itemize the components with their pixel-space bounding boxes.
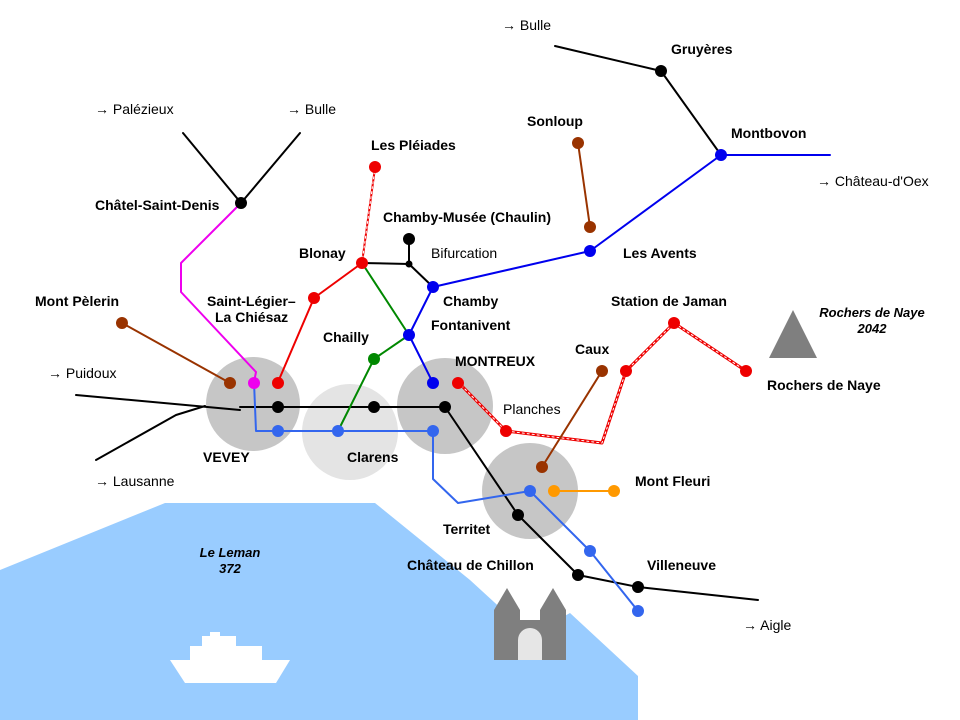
mountain-altitude: 2042 xyxy=(857,321,888,336)
line-chatel xyxy=(182,132,301,204)
label-les-avents: Les Avents xyxy=(623,245,697,261)
station-dot-caux-red[interactable] xyxy=(620,365,632,377)
label-chamby-musee: Chamby-Musée (Chaulin) xyxy=(383,209,551,225)
dest-palezieux: → Palézieux xyxy=(95,101,174,117)
line-sonloup xyxy=(577,142,591,228)
station-dot-pleiades[interactable] xyxy=(369,161,381,173)
station-dot-blonay[interactable] xyxy=(356,257,368,269)
station-dot-gruyeres[interactable] xyxy=(655,65,667,77)
label-rochers-naye: Rochers de Naye xyxy=(767,377,881,393)
station-dot-sonloup-lower[interactable] xyxy=(584,221,596,233)
station-dot-chillon[interactable] xyxy=(584,545,596,557)
station-dot-chamby-musee[interactable] xyxy=(403,233,415,245)
station-dot-mont-fleuri[interactable] xyxy=(608,485,620,497)
lake-name: Le Leman xyxy=(200,545,261,560)
station-dot-chailly[interactable] xyxy=(368,353,380,365)
station-dot-rochers-naye[interactable] xyxy=(740,365,752,377)
dest-puidoux: → Puidoux xyxy=(48,365,116,381)
dest-aigle: → Aigle xyxy=(743,617,791,633)
label-vevey: VEVEY xyxy=(203,449,250,465)
vevey-zone xyxy=(206,357,300,451)
line-mob xyxy=(408,154,831,384)
label-saint-legier-1: Saint-Légier– xyxy=(207,293,296,309)
station-dot-planches[interactable] xyxy=(500,425,512,437)
label-chamby: Chamby xyxy=(443,293,498,309)
label-chatel: Châtel-Saint-Denis xyxy=(95,197,220,213)
station-dot-vevey-brown[interactable] xyxy=(224,377,236,389)
station-dot-chamby[interactable] xyxy=(427,281,439,293)
station-dot-territet-brown[interactable] xyxy=(536,461,548,473)
line-lausanne-vevey xyxy=(95,405,206,461)
station-dot-villeneuve-trolley[interactable] xyxy=(632,605,644,617)
mountain-icon xyxy=(769,310,817,358)
line-blonay-bifurcation xyxy=(361,238,410,265)
label-planches: Planches xyxy=(503,401,561,417)
lake-altitude: 372 xyxy=(219,561,241,576)
station-dot-montreux-trolley[interactable] xyxy=(427,425,439,437)
label-gruyeres: Gruyères xyxy=(671,41,733,57)
label-montreux: MONTREUX xyxy=(455,353,536,369)
dest-bulle-left: → Bulle xyxy=(287,101,336,117)
dest-chateau-doex: → Château-d'Oex xyxy=(817,173,929,189)
station-dot-clarens-trolley[interactable] xyxy=(332,425,344,437)
label-saint-legier-2: La Chiésaz xyxy=(215,309,288,325)
label-mont-pelerin: Mont Pèlerin xyxy=(35,293,119,309)
line-mont-pelerin xyxy=(121,322,231,384)
label-chateau-chillon: Château de Chillon xyxy=(407,557,534,573)
station-dot-caux-brown[interactable] xyxy=(596,365,608,377)
station-dot-territet-trolley[interactable] xyxy=(524,485,536,497)
station-dot-chillon-black[interactable] xyxy=(572,569,584,581)
station-dot-bifurcation[interactable] xyxy=(405,260,413,268)
dest-lausanne: → Lausanne xyxy=(95,473,175,489)
station-dot-les-avents[interactable] xyxy=(584,245,596,257)
label-chailly: Chailly xyxy=(323,329,369,345)
station-dot-montbovon[interactable] xyxy=(715,149,727,161)
ship-icon xyxy=(170,632,290,683)
station-dot-villeneuve[interactable] xyxy=(632,581,644,593)
station-dot-vevey-red[interactable] xyxy=(272,377,284,389)
station-dot-territet[interactable] xyxy=(512,509,524,521)
line-cev-dots xyxy=(361,167,376,264)
label-sonloup: Sonloup xyxy=(527,113,583,129)
label-blonay: Blonay xyxy=(299,245,346,261)
label-montbovon: Montbovon xyxy=(731,125,806,141)
station-dot-montreux-blue[interactable] xyxy=(427,377,439,389)
line-cev xyxy=(277,167,376,383)
line-caux xyxy=(541,370,603,468)
lake-shape xyxy=(0,503,638,720)
label-villeneuve: Villeneuve xyxy=(647,557,716,573)
dest-bulle-top: → Bulle xyxy=(502,17,551,33)
station-dot-montreux-red[interactable] xyxy=(452,377,464,389)
label-pleiades: Les Pléiades xyxy=(371,137,456,153)
station-dot-clarens-black[interactable] xyxy=(368,401,380,413)
station-dot-vevey-magenta[interactable] xyxy=(248,377,260,389)
label-station-jaman: Station de Jaman xyxy=(611,293,727,309)
label-territet: Territet xyxy=(443,521,491,537)
label-bifurcation: Bifurcation xyxy=(431,245,497,261)
label-mont-fleuri: Mont Fleuri xyxy=(635,473,710,489)
station-dot-mont-pelerin[interactable] xyxy=(116,317,128,329)
castle-icon xyxy=(494,588,566,660)
station-dot-saint-legier[interactable] xyxy=(308,292,320,304)
line-green-blonay-clarens xyxy=(337,262,410,432)
station-dot-vevey-black[interactable] xyxy=(272,401,284,413)
station-dot-station-jaman[interactable] xyxy=(668,317,680,329)
line-gn-dots xyxy=(457,322,747,444)
label-fontanivent: Fontanivent xyxy=(431,317,511,333)
mountain-name: Rochers de Naye xyxy=(819,305,925,320)
station-dot-territet-orange[interactable] xyxy=(548,485,560,497)
station-dot-fontanivent[interactable] xyxy=(403,329,415,341)
line-chatel-vevey xyxy=(180,202,257,383)
label-clarens: Clarens xyxy=(347,449,399,465)
station-dot-chatel[interactable] xyxy=(235,197,247,209)
line-puidoux-vevey xyxy=(75,394,241,411)
line-trolley xyxy=(253,381,639,612)
station-dot-montreux-black[interactable] xyxy=(439,401,451,413)
label-caux: Caux xyxy=(575,341,609,357)
station-dot-sonloup[interactable] xyxy=(572,137,584,149)
station-dot-vevey-trolley[interactable] xyxy=(272,425,284,437)
